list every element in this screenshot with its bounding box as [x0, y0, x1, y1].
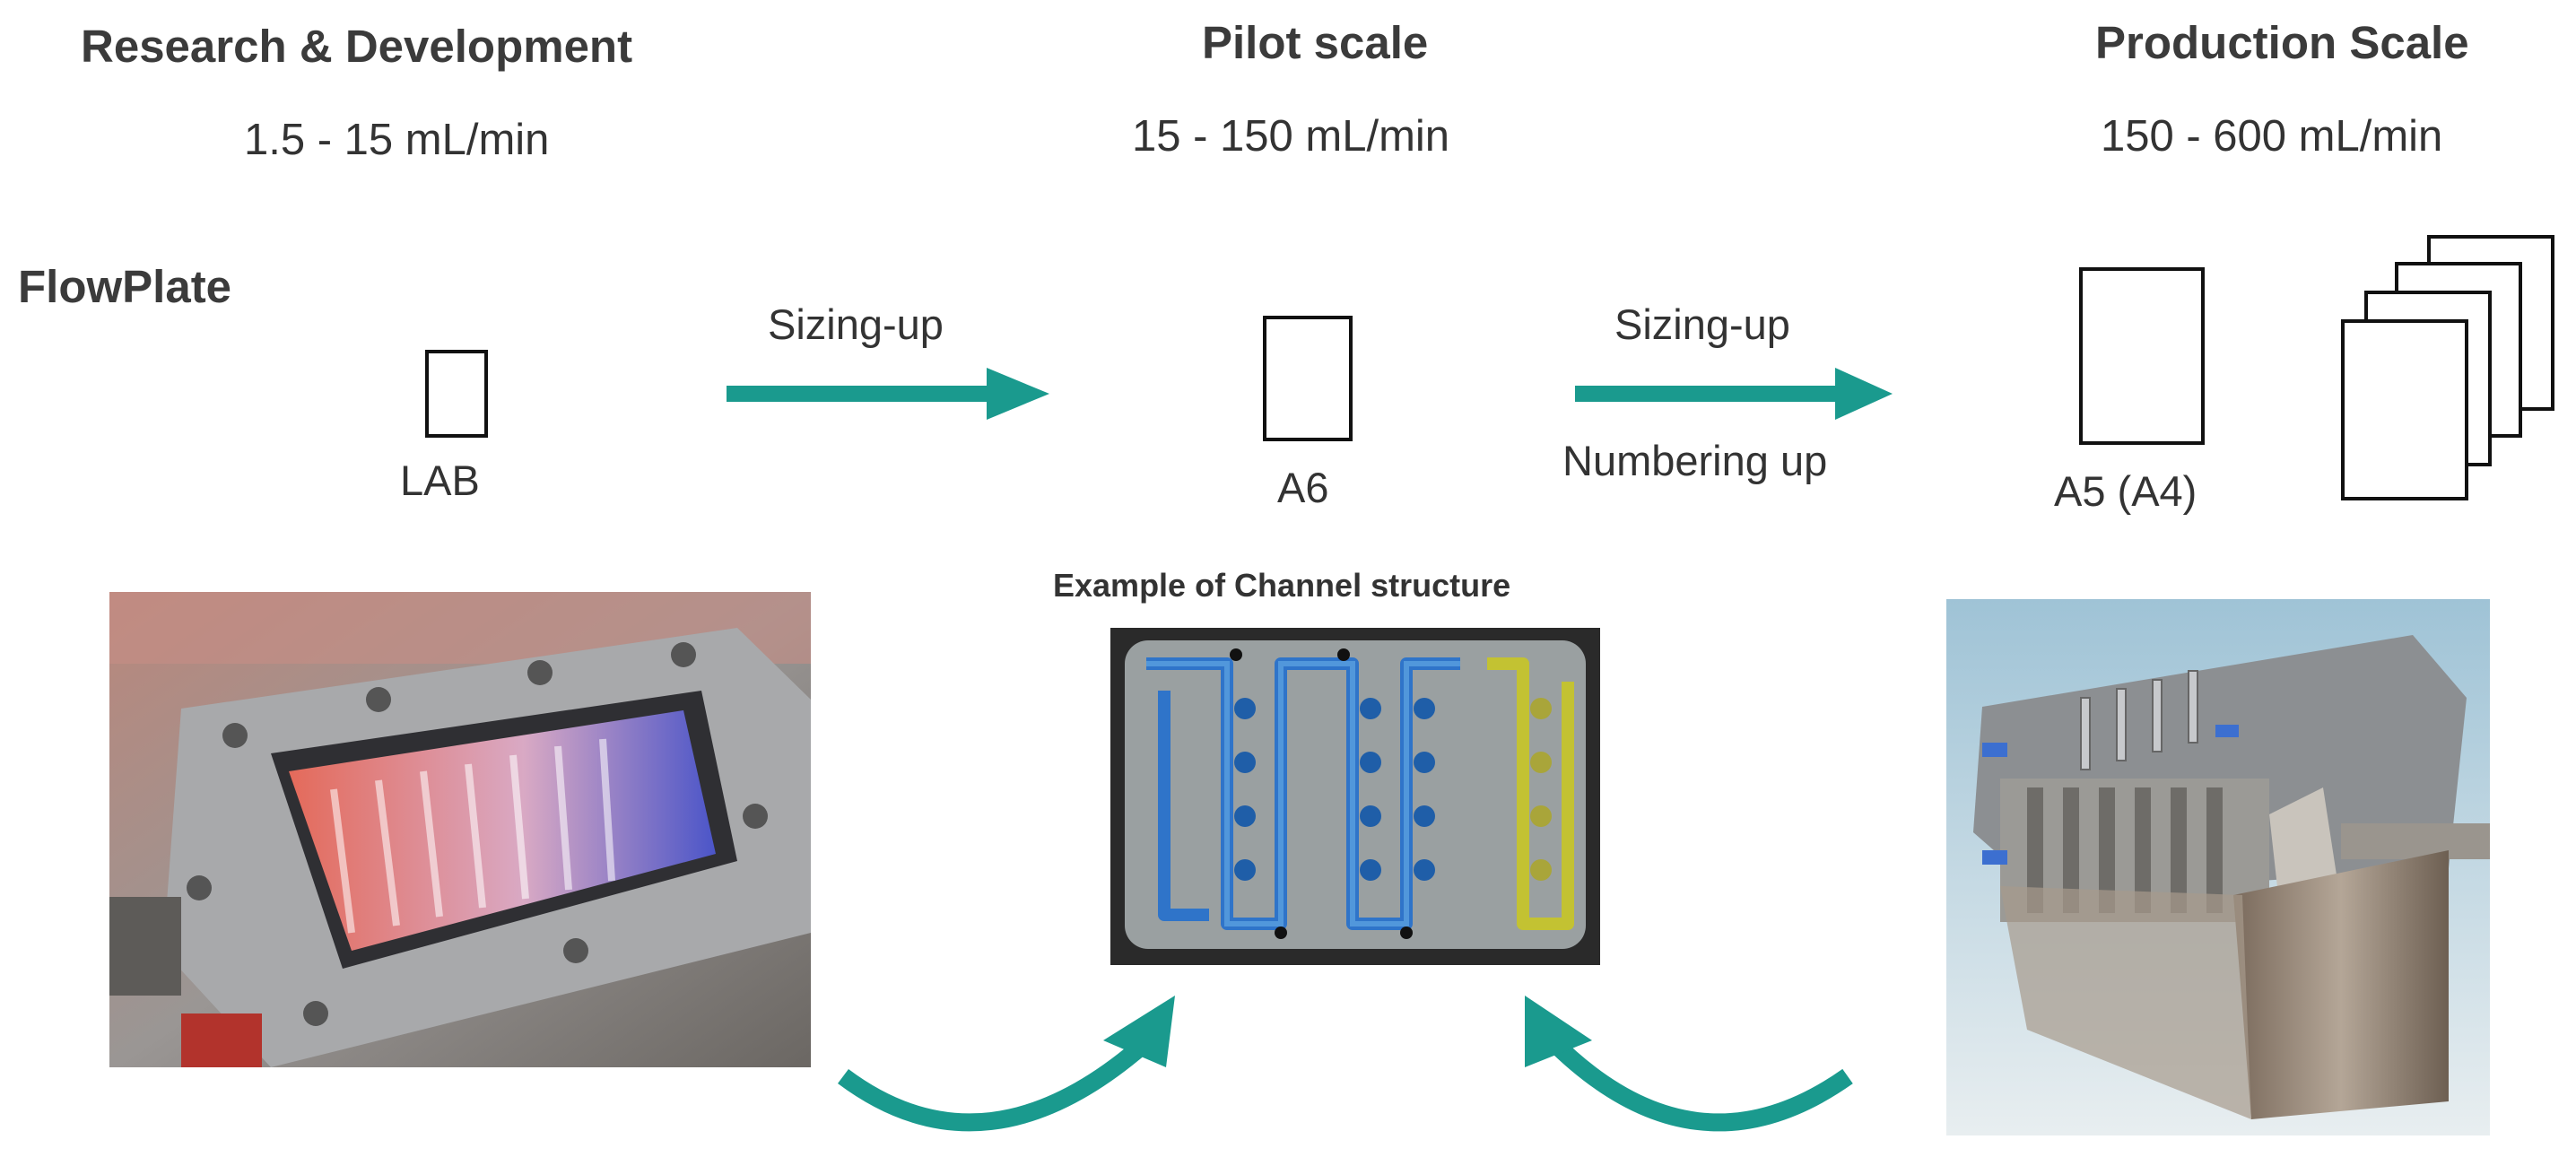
- rd-title: Research & Development: [81, 21, 633, 72]
- rd-rate: 1.5 - 15 mL/min: [244, 116, 550, 164]
- sizing-up-arrow-2: [1575, 368, 1893, 420]
- lab-plate: [425, 350, 488, 438]
- lab-reactor-photo: [109, 592, 811, 1067]
- numbering-up-label: Numbering up: [1562, 437, 1828, 484]
- production-rate: 150 - 600 mL/min: [2101, 112, 2443, 161]
- sizing-up-arrow-1: [727, 368, 1049, 420]
- curved-arrow-left: [838, 996, 1175, 1132]
- flowplate-label: FlowPlate: [18, 261, 232, 312]
- sizing-up-label-1: Sizing-up: [768, 300, 944, 348]
- a6-plate: [1263, 316, 1353, 441]
- channel-structure-caption: Example of Channel structure: [1053, 567, 1511, 604]
- production-title: Production Scale: [2095, 17, 2469, 68]
- stacked-plate-1: [2341, 319, 2468, 500]
- pilot-title: Pilot scale: [1202, 17, 1429, 68]
- a6-plate-label: A6: [1277, 464, 1329, 511]
- a5-plate: [2079, 267, 2205, 445]
- curved-arrow-right: [1525, 996, 1853, 1132]
- pilot-rate: 15 - 150 mL/min: [1132, 112, 1450, 161]
- production-reactor-photo: [1946, 599, 2490, 1135]
- channel-structure-photo: [1110, 628, 1600, 965]
- a5-plate-label: A5 (A4): [2054, 467, 2197, 515]
- lab-plate-label: LAB: [400, 457, 480, 504]
- sizing-up-label-2: Sizing-up: [1614, 300, 1790, 348]
